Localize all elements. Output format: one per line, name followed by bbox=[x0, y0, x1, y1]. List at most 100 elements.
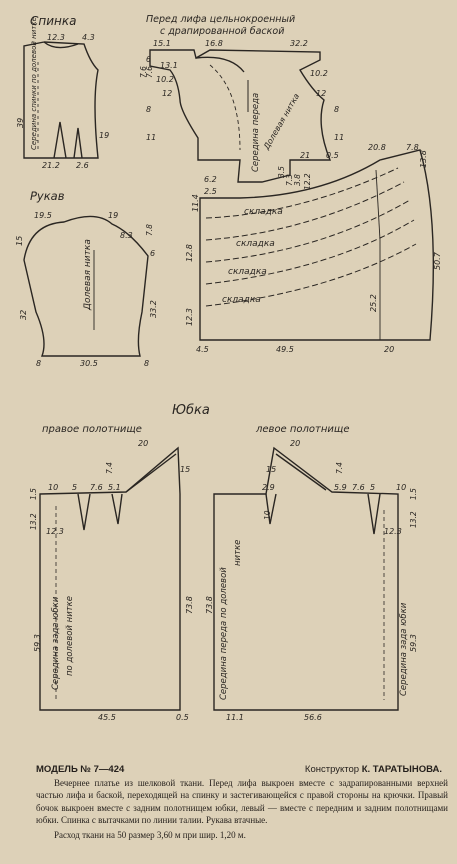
skirt-right-meas-11: 73.8 bbox=[185, 596, 194, 614]
front-meas-24: 3.5 bbox=[277, 166, 286, 178]
skirt-left-meas-3: 2.9 bbox=[262, 483, 275, 492]
front-center-label: Середина переда bbox=[251, 93, 261, 172]
sleeve-meas-10: 30.5 bbox=[80, 359, 98, 368]
skirt-right-meas-12: 59.3 bbox=[33, 634, 42, 652]
peplum-fold-1: складка bbox=[244, 207, 283, 217]
sleeve-title: Рукав bbox=[30, 189, 65, 203]
front-meas-9: 12 bbox=[162, 89, 172, 98]
skirt-right-center-1: Середина зада юбки bbox=[51, 596, 61, 690]
front-meas-5: 7.6 bbox=[139, 66, 148, 78]
front-grain-label: Долевая нитка bbox=[261, 92, 301, 152]
front-meas-2: 16.8 bbox=[205, 39, 223, 48]
front-title-2: с драпированной баской bbox=[160, 26, 284, 37]
peplum-fold-2: складка bbox=[236, 239, 275, 249]
skirt-left-meas-11: 13.2 bbox=[409, 511, 418, 528]
sleeve-meas-1: 19.5 bbox=[34, 211, 52, 220]
peplum-meas-3: 50.7 bbox=[433, 251, 442, 270]
sleeve-meas-11: 8 bbox=[144, 359, 149, 368]
back-title: Спинка bbox=[30, 14, 76, 28]
skirt-right-meas-2: 7.4 bbox=[105, 462, 114, 474]
front-meas-11: 11 bbox=[146, 133, 156, 142]
sleeve-piece bbox=[23, 215, 149, 357]
front-title-1: Перед лифа цельнокроенный bbox=[146, 14, 295, 25]
sleeve-meas-5: 7.8 bbox=[145, 224, 154, 236]
front-meas-26: 3.8 bbox=[293, 174, 302, 186]
skirt-left-center-2: нитке bbox=[233, 540, 243, 566]
front-meas-23: 11.4 bbox=[191, 194, 200, 212]
skirt-left-meas-15: 11.1 bbox=[226, 713, 244, 722]
sleeve-meas-3: 15 bbox=[15, 236, 24, 246]
sleeve-meas-9: 8 bbox=[36, 359, 41, 368]
sleeve-meas-8: 32 bbox=[19, 310, 28, 320]
front-meas-25: 7.3 bbox=[285, 174, 294, 186]
skirt-right-center-2: по долевой нитке bbox=[65, 596, 75, 676]
skirt-left-meas-2: 7.4 bbox=[335, 462, 344, 474]
front-meas-20: 13.8 bbox=[419, 150, 428, 168]
skirt-left-meas-12: 12.3 bbox=[384, 527, 402, 536]
skirt-right-meas-10: 12.3 bbox=[46, 527, 64, 536]
front-meas-18: 20.8 bbox=[368, 143, 386, 152]
front-meas-13: 12 bbox=[316, 89, 326, 98]
peplum-fold-3: складка bbox=[228, 267, 267, 277]
front-meas-16: 21 bbox=[300, 151, 310, 160]
skirt-left-meas-1: 20 bbox=[290, 439, 300, 448]
skirt-left-meas-5: 10 bbox=[263, 510, 272, 520]
skirt-left-meas-7: 7.6 bbox=[352, 483, 365, 492]
sleeve-meas-4: 8.3 bbox=[120, 231, 133, 240]
skirt-left-back-label: Середина зада юбки bbox=[399, 602, 409, 696]
sleeve-meas-7: 33.2 bbox=[149, 300, 158, 318]
skirt-right-meas-13: 45.5 bbox=[98, 713, 116, 722]
skirt-left-meas-14: 59.3 bbox=[409, 634, 418, 652]
peplum-meas-4: 25.2 bbox=[369, 294, 378, 312]
front-meas-21: 6.2 bbox=[204, 175, 217, 184]
caption: МОДЕЛЬ № 7—424 Конструктор К. ТАРАТЫНОВА… bbox=[36, 764, 448, 842]
front-meas-27: 12.2 bbox=[303, 173, 312, 190]
front-meas-3: 32.2 bbox=[290, 39, 308, 48]
peplum-meas-1: 12.8 bbox=[185, 244, 194, 262]
back-piece bbox=[23, 41, 99, 159]
peplum-meas-2: 12.3 bbox=[185, 308, 194, 326]
skirt-left-piece bbox=[213, 446, 399, 711]
front-meas-14: 8 bbox=[334, 105, 339, 114]
skirt-right-meas-1: 20 bbox=[138, 439, 148, 448]
peplum-piece bbox=[199, 149, 435, 341]
skirt-title: Юбка bbox=[172, 403, 210, 418]
sleeve-meas-2: 19 bbox=[108, 211, 118, 220]
front-meas-19: 7.8 bbox=[406, 143, 419, 152]
author-name: К. ТАРАТЫНОВА. bbox=[361, 764, 442, 775]
author: Конструктор К. ТАРАТЫНОВА. bbox=[305, 764, 442, 777]
skirt-right-title: правое полотнище bbox=[42, 424, 142, 435]
back-meas-3: 39 bbox=[16, 118, 25, 128]
skirt-left-center-1: Середина переда по долевой bbox=[219, 567, 229, 700]
front-meas-12: 10.2 bbox=[310, 69, 328, 78]
back-meas-2: 4.3 bbox=[82, 33, 95, 42]
front-meas-10: 8 bbox=[146, 105, 151, 114]
front-meas-6: 7.6 bbox=[145, 66, 154, 78]
skirt-left-meas-9: 10 bbox=[396, 483, 406, 492]
front-meas-17: 0.5 bbox=[326, 151, 339, 160]
fabric-consumption: Расход ткани на 50 размер 3,60 м при шир… bbox=[54, 829, 246, 840]
back-meas-6: 2.6 bbox=[76, 161, 89, 170]
back-center-label: Середина спинки по долевой нитке bbox=[30, 17, 38, 150]
skirt-left-meas-10: 1.5 bbox=[409, 488, 418, 500]
skirt-left-title: левое полотнище bbox=[255, 424, 350, 435]
model-number: МОДЕЛЬ № 7—424 bbox=[36, 764, 125, 775]
skirt-right-meas-14: 0.5 bbox=[176, 713, 189, 722]
skirt-right-meas-8: 5.1 bbox=[108, 483, 121, 492]
skirt-right-meas-6: 5 bbox=[72, 483, 77, 492]
front-meas-7: 13.1 bbox=[160, 61, 178, 70]
peplum-fold-4: складка bbox=[222, 295, 261, 305]
peplum-meas-5: 4.5 bbox=[196, 345, 209, 354]
skirt-right-meas-7: 7.6 bbox=[90, 483, 103, 492]
front-meas-4: 6 bbox=[146, 55, 151, 64]
front-meas-8: 10.2 bbox=[156, 75, 174, 84]
skirt-right-meas-9: 13.2 bbox=[29, 513, 38, 530]
front-piece bbox=[149, 49, 332, 183]
skirt-left-meas-16: 56.6 bbox=[304, 713, 322, 722]
front-meas-1: 15.1 bbox=[153, 39, 171, 48]
skirt-left-meas-13: 73.8 bbox=[205, 596, 214, 614]
back-meas-1: 12.3 bbox=[47, 33, 65, 42]
front-meas-15: 11 bbox=[334, 133, 344, 142]
